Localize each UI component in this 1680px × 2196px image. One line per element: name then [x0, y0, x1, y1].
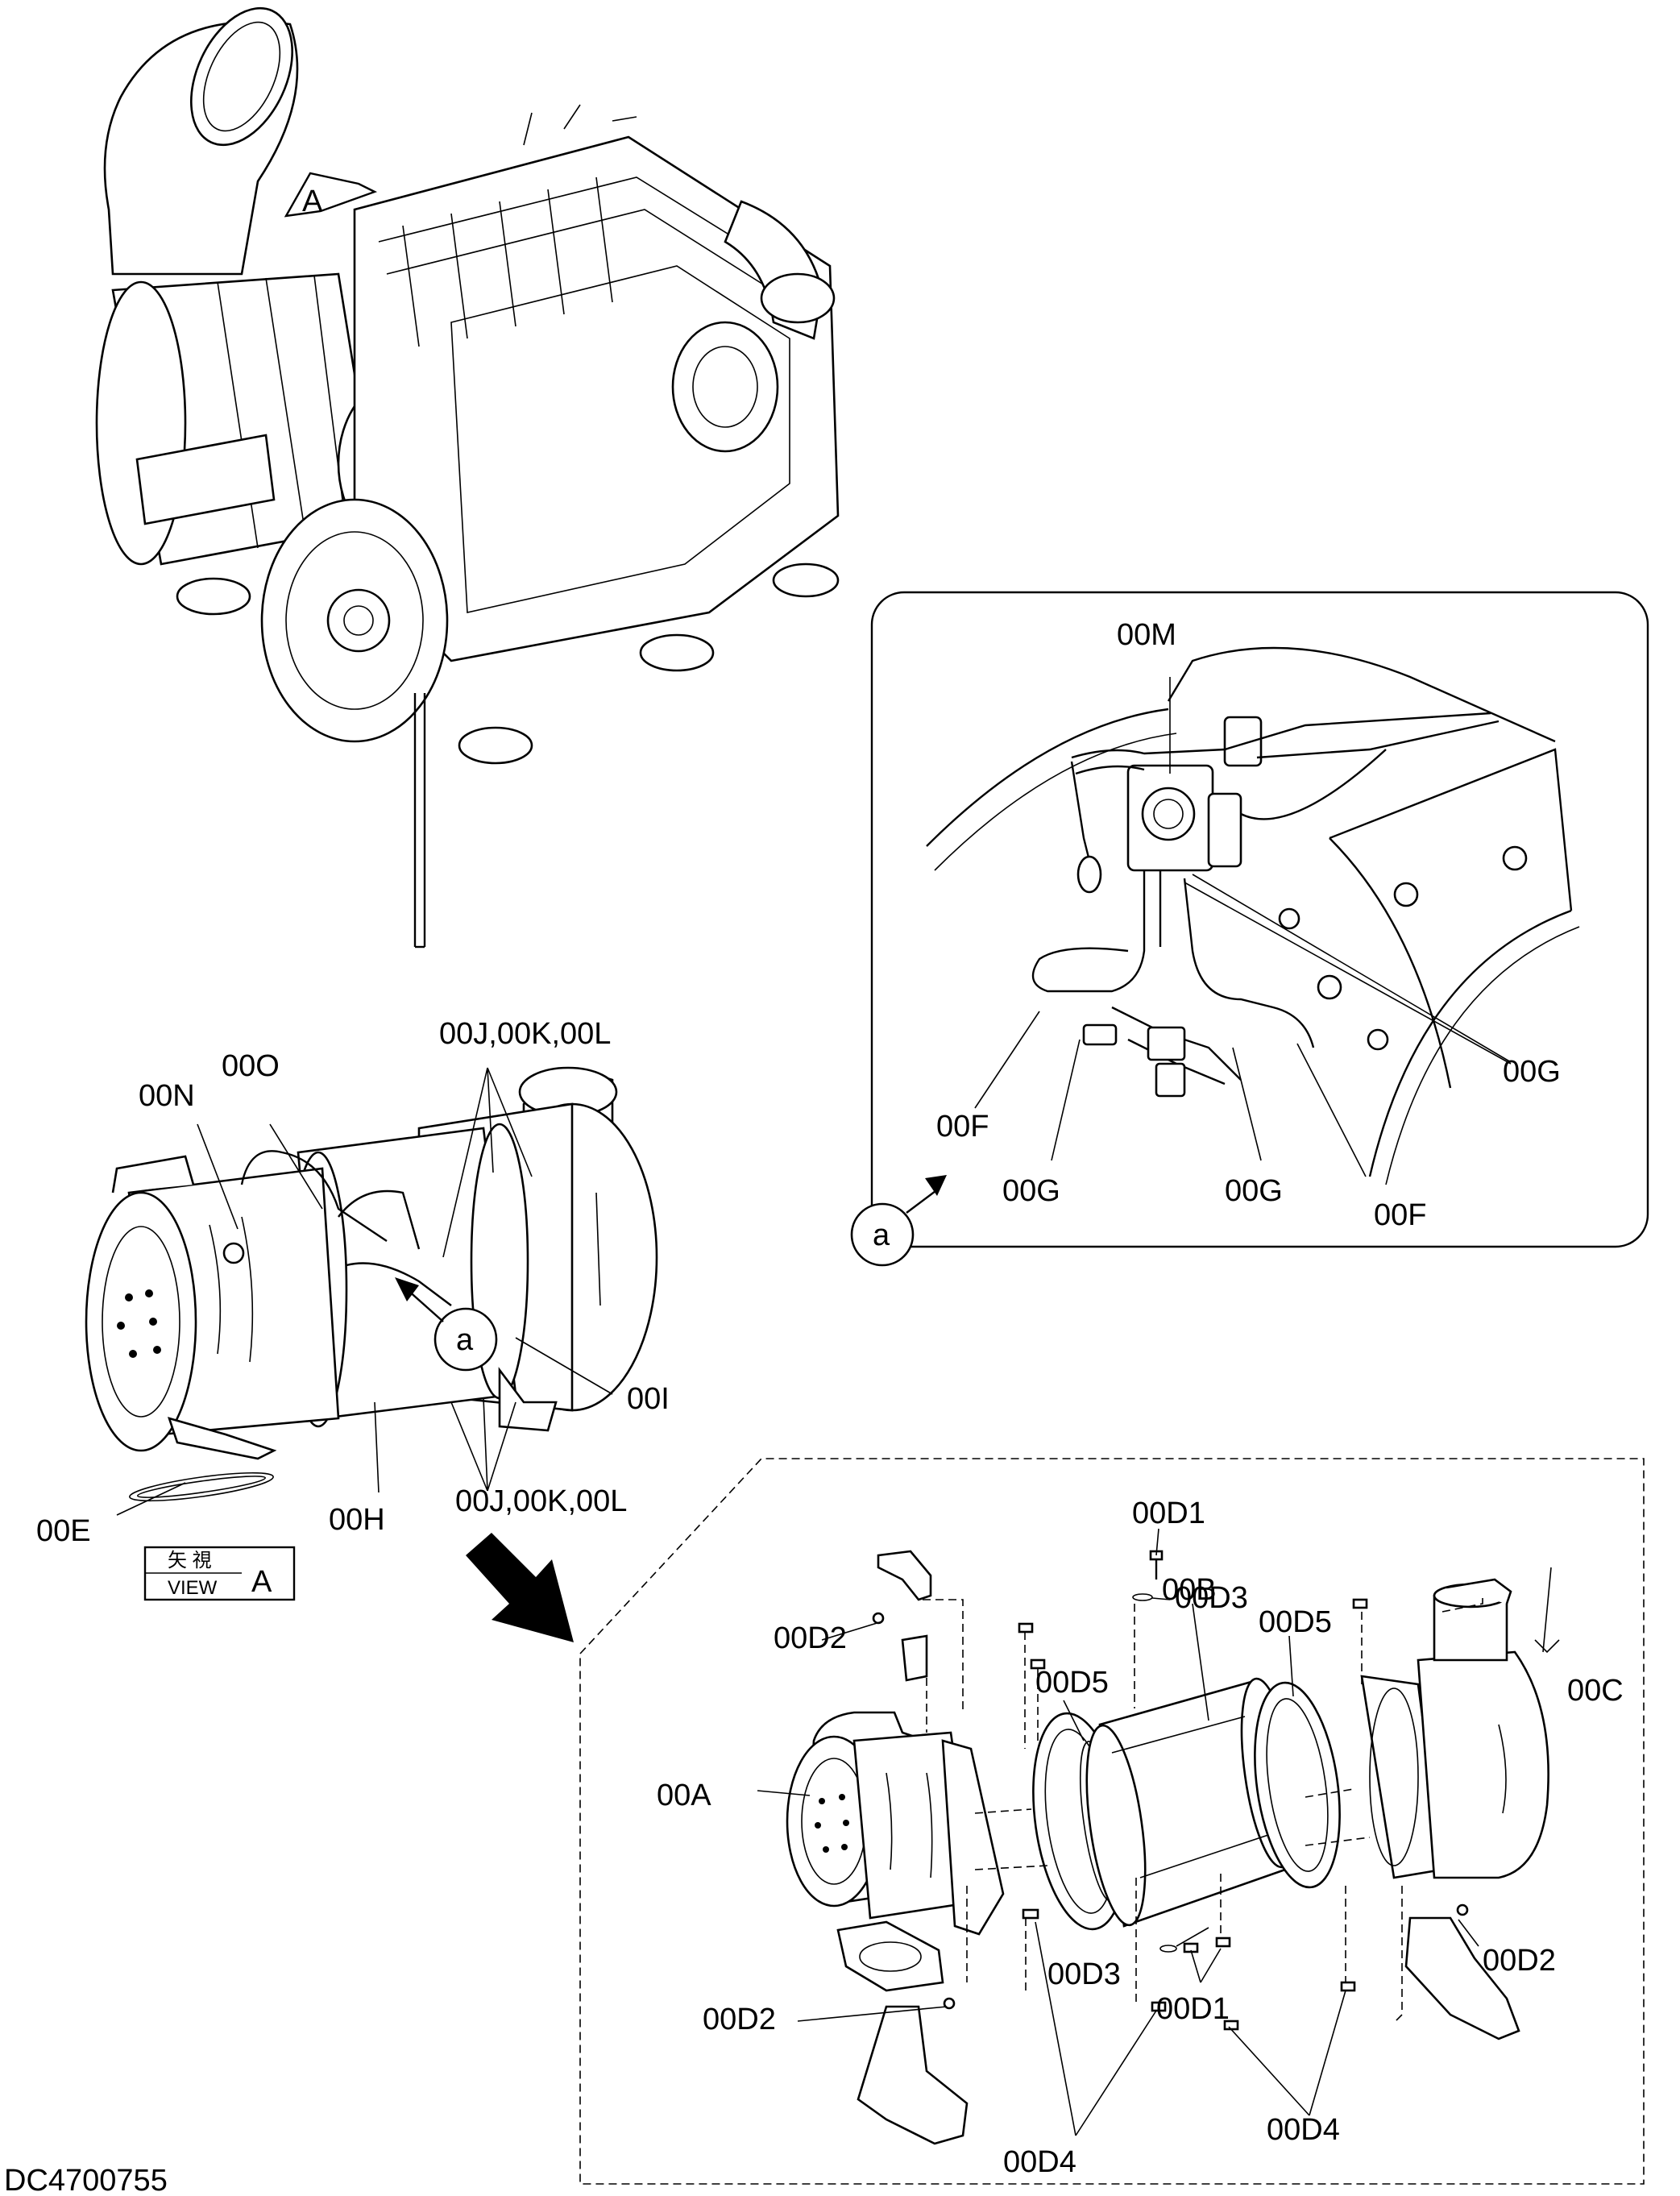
callout-00D2-left: 00D2	[774, 1621, 847, 1655]
callout-00O: 00O	[222, 1049, 280, 1083]
callout-00N: 00N	[139, 1079, 195, 1113]
callout-labels: 00M 00G 00F 00G 00G 00F a 00N 00O 00J,00…	[4, 618, 1624, 2196]
callout-00D5-left: 00D5	[1035, 1666, 1109, 1700]
view-a-arrow: A	[284, 172, 378, 218]
engine-assembly-drawing	[95, 6, 840, 949]
callout-00E: 00E	[36, 1514, 91, 1548]
callout-00M: 00M	[1117, 618, 1176, 652]
callout-00I: 00I	[627, 1382, 670, 1416]
callout-00G-right: 00G	[1503, 1055, 1561, 1089]
callout-00A: 00A	[657, 1779, 711, 1812]
view-a-arrow-letter: A	[302, 185, 323, 218]
drawing-number: DC4700755	[4, 2164, 168, 2196]
exploded-view-arrow	[466, 1533, 574, 1642]
callout-00J-00K-00L-top: 00J,00K,00L	[439, 1017, 611, 1051]
callout-00D4-left: 00D4	[1003, 2145, 1076, 2179]
callout-00D3-bottom: 00D3	[1047, 1957, 1121, 1991]
callout-00D1-top: 00D1	[1132, 1497, 1205, 1530]
callout-00F-left: 00F	[936, 1110, 989, 1144]
callout-00D2-bottom: 00D2	[703, 2003, 776, 2036]
callout-00J-00K-00L-bottom: 00J,00K,00L	[455, 1484, 627, 1518]
callout-00C: 00C	[1567, 1674, 1624, 1708]
callout-00D1-bottom: 00D1	[1156, 1992, 1230, 2026]
detail-marker-a: a	[873, 1218, 890, 1252]
detail-marker-a-view: a	[456, 1323, 474, 1357]
view-tag-letter: A	[251, 1565, 272, 1599]
view-a-dpf-drawing	[85, 1066, 658, 1516]
detail-a-panel	[850, 591, 1649, 1267]
callout-00D3-top: 00D3	[1175, 1581, 1248, 1615]
callout-00B: 00B	[1162, 1573, 1217, 1607]
callout-00D4-right: 00D4	[1267, 2113, 1340, 2147]
callout-00G-bottom-left: 00G	[1002, 1174, 1060, 1208]
callout-00D2-right: 00D2	[1483, 1944, 1556, 1978]
callout-00H: 00H	[329, 1503, 385, 1537]
callout-00D5-right: 00D5	[1259, 1605, 1332, 1639]
view-a-tag: 矢 視 VIEW A	[143, 1546, 296, 1601]
view-tag-view: VIEW	[168, 1577, 218, 1599]
view-tag-kanji: 矢 視	[168, 1550, 212, 1571]
callout-00F-bottom: 00F	[1374, 1198, 1426, 1232]
exploded-view-panel	[579, 1458, 1645, 2185]
callout-00G-bottom-middle: 00G	[1225, 1174, 1283, 1208]
